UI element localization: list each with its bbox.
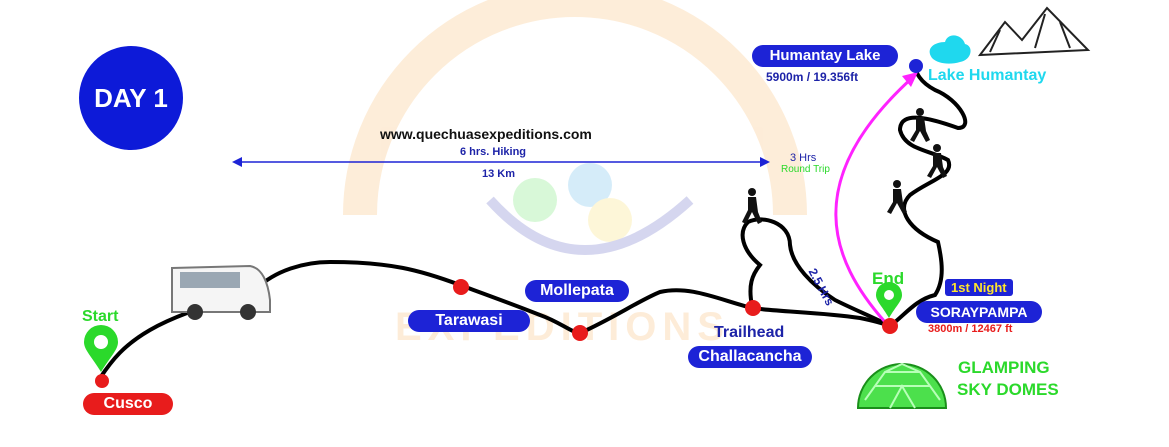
- mountain-icon: [977, 6, 1091, 57]
- first-night-badge: 1st Night: [945, 279, 1013, 296]
- glamping-dome-icon: [856, 362, 948, 409]
- round-trip-hours: 3 Hrs: [790, 152, 817, 164]
- lake-icon: [929, 35, 971, 64]
- hiking-duration-label: 6 hrs. Hiking: [460, 146, 527, 158]
- hiker-icon: [742, 108, 947, 224]
- challacancha-label[interactable]: Challacancha: [688, 346, 812, 368]
- humantay-lake-label[interactable]: Humantay Lake: [752, 45, 898, 67]
- cusco-label[interactable]: Cusco: [83, 393, 173, 415]
- stop-soraypampa[interactable]: [882, 318, 898, 334]
- stop-mollepata[interactable]: [572, 325, 588, 341]
- humantay-trail-line: [888, 64, 968, 328]
- stop-humantay-lake[interactable]: [909, 59, 923, 73]
- trailhead-label: Trailhead: [714, 324, 785, 341]
- website-label: www.quechuasexpeditions.com: [380, 126, 592, 142]
- stop-cusco[interactable]: [95, 374, 109, 388]
- stop-trailhead[interactable]: [745, 300, 761, 316]
- round-trip-arrow: [834, 76, 914, 323]
- stop-tarawasi[interactable]: [453, 279, 469, 295]
- start-pin-icon: [84, 325, 118, 372]
- end-label: End: [872, 269, 905, 288]
- lake-humantay-label: Lake Humantay: [928, 67, 1047, 84]
- end-pin-icon: [876, 282, 902, 318]
- glamping-line1: GLAMPING: [958, 358, 1050, 377]
- soraypampa-altitude: 3800m / 12467 ft: [928, 323, 1013, 335]
- mollepata-label[interactable]: Mollepata: [525, 280, 629, 302]
- day-label: DAY 1: [94, 82, 168, 113]
- humantay-altitude: 5900m / 19.356ft: [766, 70, 859, 84]
- hiking-distance-label: 13 Km: [482, 168, 516, 180]
- trailhead-climb-line: [740, 217, 892, 328]
- van-icon: [171, 264, 271, 320]
- soraypampa-label[interactable]: SORAYPAMPA: [916, 301, 1042, 323]
- start-label: Start: [82, 308, 119, 325]
- round-trip-label: Round Trip: [781, 164, 830, 175]
- distance-arrow: [232, 157, 770, 167]
- day-badge: DAY 1: [79, 46, 183, 150]
- glamping-line2: SKY DOMES: [957, 380, 1059, 399]
- tarawasi-label[interactable]: Tarawasi: [408, 310, 530, 332]
